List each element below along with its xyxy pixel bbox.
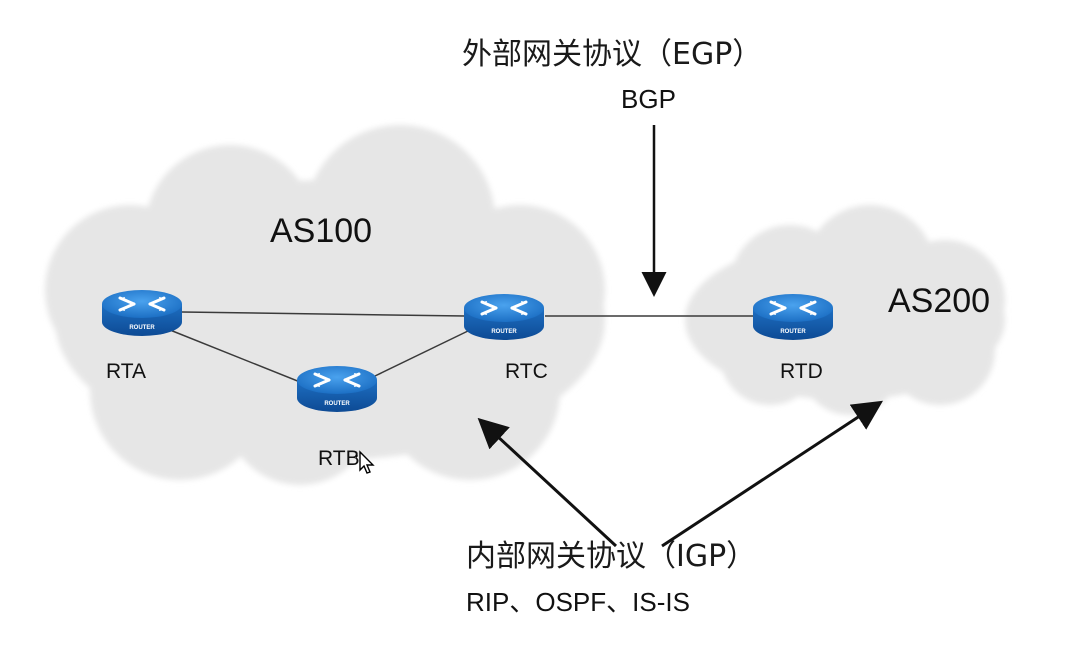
igp-protocols: RIP、OSPF、IS-IS [466, 587, 690, 617]
router-label-rtc: RTC [505, 360, 548, 383]
router-rtc-icon: ROUTER [464, 294, 544, 340]
igp-arrow-as200 [661, 400, 884, 548]
cloud-as100 [45, 125, 605, 485]
router-rtb-icon: ROUTER [297, 366, 377, 412]
igp-arrow-as100 [477, 417, 618, 548]
as200-label: AS200 [888, 282, 991, 320]
link-rta-rtc [181, 311, 466, 317]
router-badge-label: ROUTER [129, 325, 155, 331]
router-rtd-icon: ROUTER [753, 294, 833, 340]
egp-title: 外部网关协议（EGP） [462, 37, 763, 72]
as100-label: AS100 [270, 212, 373, 250]
igp-title: 内部网关协议（IGP） [466, 539, 757, 574]
router-badge-label: ROUTER [780, 329, 806, 335]
router-badge-label: ROUTER [491, 329, 517, 335]
router-label-rta: RTA [106, 360, 147, 383]
router-label-rtb: RTB [318, 447, 360, 470]
router-rta-icon: ROUTER [102, 290, 182, 336]
router-label-rtd: RTD [780, 360, 823, 383]
link-rtb-rtc [374, 329, 471, 377]
egp-protocols: BGP [621, 84, 676, 114]
mouse-cursor-icon [355, 450, 375, 474]
router-badge-label: ROUTER [324, 401, 350, 407]
link-rta-rtb [169, 329, 301, 383]
